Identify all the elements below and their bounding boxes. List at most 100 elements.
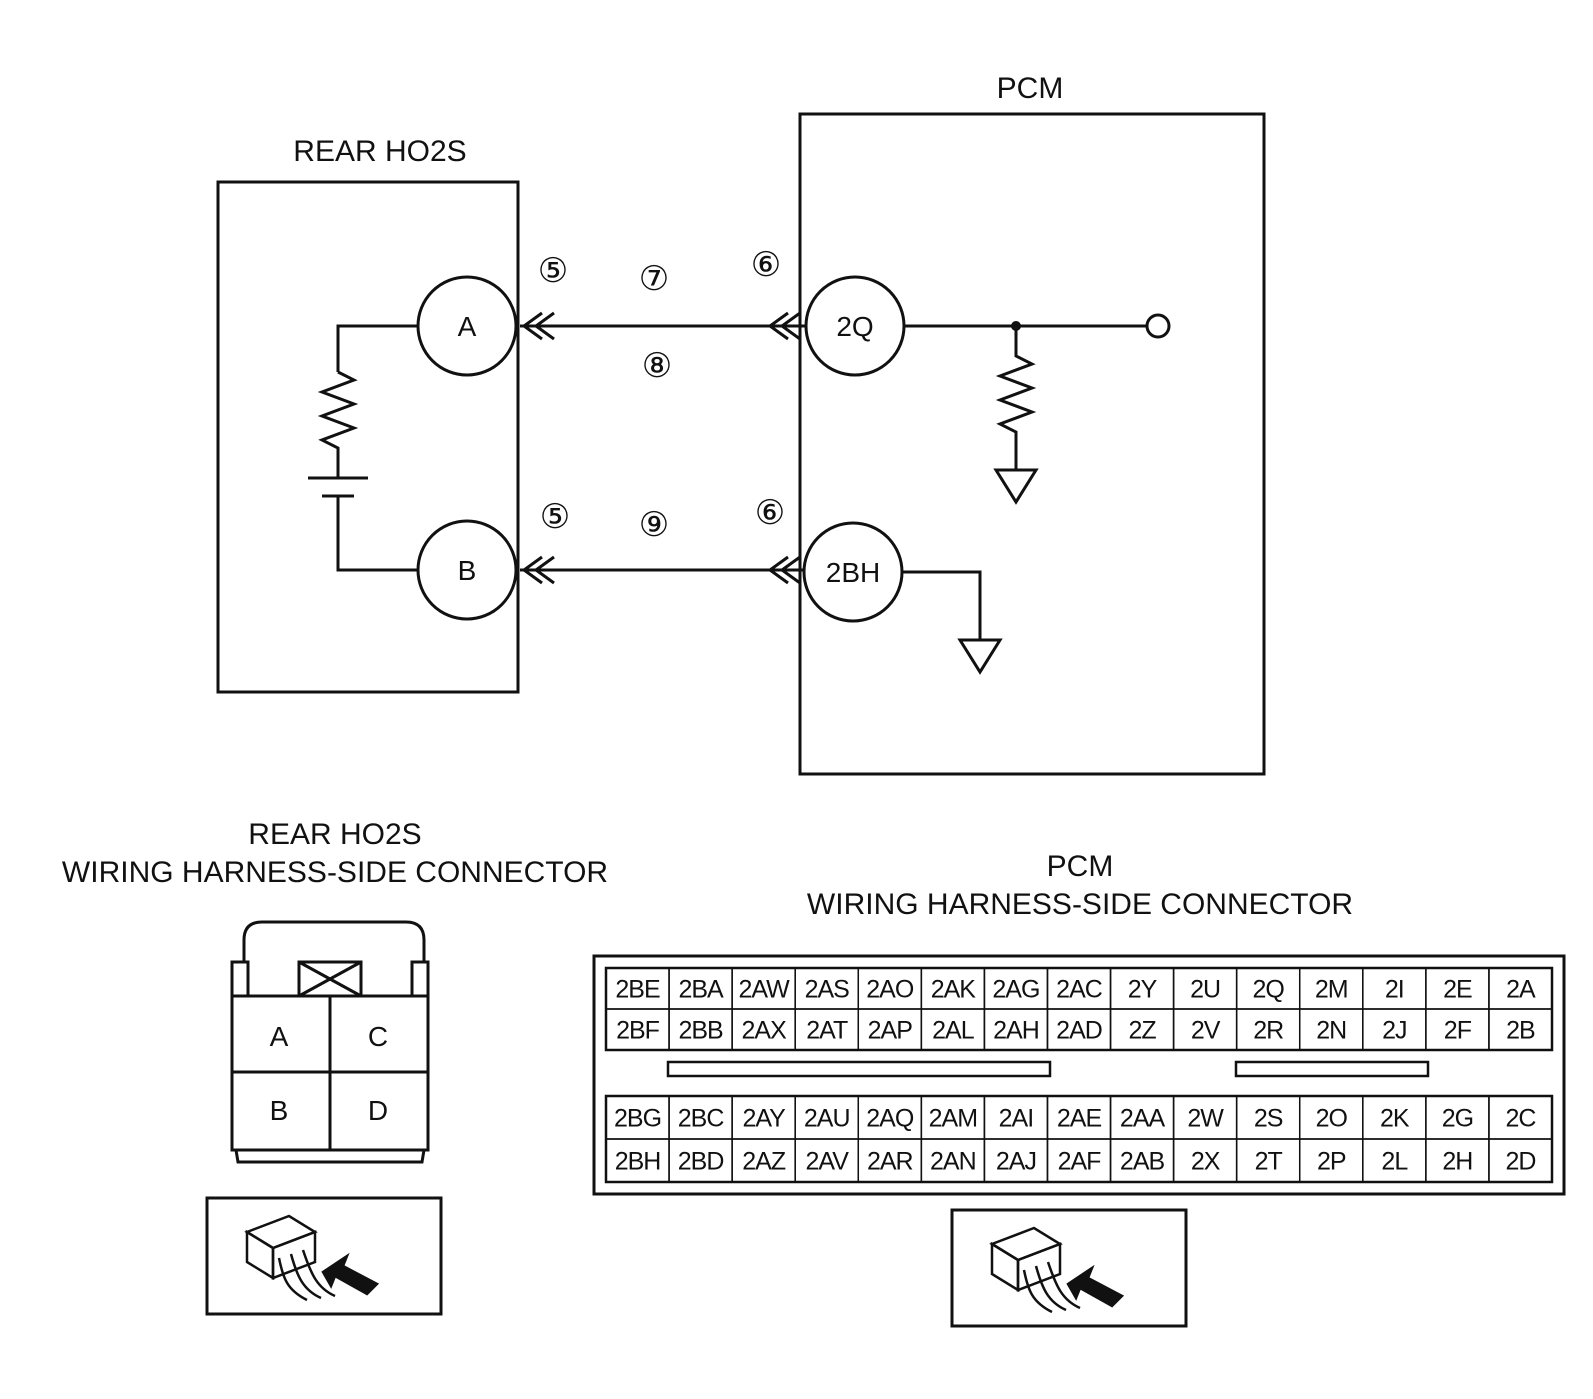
sensor-box bbox=[216, 180, 520, 694]
sensor-terminal-d: D bbox=[368, 1095, 388, 1126]
terminal-2q-label: 2Q bbox=[836, 311, 873, 342]
sensor-terminal-b: B bbox=[270, 1095, 289, 1126]
pcm-terminal-label: 2AN bbox=[930, 1148, 976, 1176]
pcm-connector-outline bbox=[592, 954, 1566, 1196]
pcm-terminal-label: 2AD bbox=[1056, 1017, 1102, 1045]
terminal-b-circle bbox=[416, 519, 518, 621]
sensor-connector-face bbox=[230, 920, 430, 1164]
pcm-box bbox=[798, 112, 1266, 776]
pcm-terminal-label: 2AM bbox=[929, 1105, 977, 1133]
callouts: ⑤ ⑦ ⑥ ⑧ ⑤ ⑨ ⑥ bbox=[538, 246, 785, 544]
pcm-terminal-label: 2E bbox=[1443, 976, 1472, 1004]
pcm-terminal-label: 2AU bbox=[804, 1105, 850, 1133]
pcm-terminal-label: 2BE bbox=[615, 976, 660, 1004]
callout-a-sensor-side: ⑤ bbox=[538, 252, 568, 290]
pcm-2q-internal-circuit bbox=[904, 324, 1146, 505]
pcm-terminal-label: 2AZ bbox=[742, 1148, 786, 1176]
sensor-view-direction-frame bbox=[205, 1196, 443, 1316]
callout-a-pcm-side: ⑥ bbox=[751, 246, 781, 284]
pcm-terminal-label: 2O bbox=[1316, 1105, 1348, 1133]
pcm-terminal-label: 2Y bbox=[1128, 976, 1158, 1004]
sensor-internal-circuit bbox=[308, 324, 418, 572]
pcm-terminal-label: 2AE bbox=[1057, 1105, 1102, 1133]
pcm-terminal-label: 2AI bbox=[999, 1105, 1034, 1133]
pcm-title: PCM bbox=[997, 72, 1064, 105]
pcm-terminal-label: 2U bbox=[1190, 976, 1220, 1004]
connector-lock-icon bbox=[297, 960, 363, 998]
pcm-terminal-label: 2AV bbox=[806, 1148, 850, 1176]
pcm-terminal-label: 2Q bbox=[1253, 976, 1285, 1004]
pcm-connector-view-direction-icon bbox=[989, 1226, 1125, 1314]
pcm-terminal-label: 2H bbox=[1442, 1148, 1472, 1176]
pcm-key-slot-right bbox=[1234, 1060, 1430, 1078]
pcm-terminal-label: 2AR bbox=[867, 1148, 913, 1176]
pcm-terminal-label: 2BC bbox=[678, 1105, 725, 1133]
pcm-terminal-label: 2AO bbox=[866, 976, 914, 1004]
pcm-terminal-label: 2W bbox=[1187, 1105, 1224, 1133]
sensor-terminal-a: A bbox=[270, 1021, 289, 1052]
pcm-terminal-label: 2L bbox=[1381, 1148, 1408, 1176]
pcm-terminal-grid: 2BE 2BA 2AW 2AS 2AO 2AK 2AG 2AC 2Y 2U 2Q 2M 2I 2E 2A 2B… bbox=[605, 967, 1553, 1183]
pcm-terminal-label: 2AA bbox=[1120, 1105, 1166, 1133]
pcm-terminal-label: 2D bbox=[1505, 1148, 1535, 1176]
sensor-connector-title-2: WIRING HARNESS-SIDE CONNECTOR bbox=[62, 856, 608, 889]
pcm-terminal-label: 2BB bbox=[678, 1017, 723, 1045]
pcm-terminal-label: 2Z bbox=[1128, 1017, 1156, 1045]
pcm-terminal-label: 2A bbox=[1506, 976, 1536, 1004]
pcm-terminal-label: 2AJ bbox=[996, 1148, 1036, 1176]
pcm-terminal-label: 2AP bbox=[868, 1017, 913, 1045]
pcm-terminal-label: 2AG bbox=[992, 976, 1039, 1004]
pcm-terminal-label: 2AW bbox=[739, 976, 791, 1004]
pcm-key-slot-left bbox=[666, 1060, 1052, 1078]
pcm-terminal-label: 2B bbox=[1506, 1017, 1535, 1045]
pcm-terminal-label: 2AB bbox=[1120, 1148, 1165, 1176]
sensor-terminal-c: C bbox=[368, 1021, 388, 1052]
sensor-title: REAR HO2S bbox=[293, 135, 466, 168]
pcm-terminal-label: 2V bbox=[1191, 1017, 1221, 1045]
junction-dot bbox=[1011, 321, 1021, 331]
pcm-terminal-label: 2AF bbox=[1058, 1148, 1102, 1176]
terminal-b-label: B bbox=[458, 555, 477, 586]
pcm-terminal-label: 2AK bbox=[931, 976, 977, 1004]
pcm-terminal-label: 2T bbox=[1255, 1148, 1283, 1176]
pcm-terminal-label: 2AH bbox=[993, 1017, 1039, 1045]
terminal-2bh-label: 2BH bbox=[826, 557, 880, 588]
callout-b-harness: ⑨ bbox=[639, 506, 669, 544]
pcm-terminal-label: 2S bbox=[1254, 1105, 1283, 1133]
pcm-terminal-label: 2AL bbox=[932, 1017, 975, 1045]
wire-b-2bh bbox=[520, 555, 804, 585]
pcm-terminal-label: 2F bbox=[1444, 1017, 1472, 1045]
callout-a-harness-top: ⑦ bbox=[639, 260, 669, 298]
pcm-terminal-label: 2M bbox=[1315, 976, 1348, 1004]
pcm-terminal-label: 2BA bbox=[678, 976, 724, 1004]
callout-b-sensor-side: ⑤ bbox=[540, 498, 570, 536]
pcm-terminal-label: 2C bbox=[1505, 1105, 1536, 1133]
pcm-connector-title-2: WIRING HARNESS-SIDE CONNECTOR bbox=[807, 888, 1353, 921]
pcm-terminal-label: 2K bbox=[1380, 1105, 1410, 1133]
pcm-terminal-cell bbox=[1488, 1138, 1553, 1183]
sensor-connector-title-1: REAR HO2S bbox=[248, 818, 421, 851]
callout-a-harness-bottom: ⑧ bbox=[642, 347, 672, 385]
pcm-terminal-label: 2I bbox=[1385, 976, 1404, 1004]
pcm-terminal-label: 2J bbox=[1382, 1017, 1406, 1045]
pcm-terminal-label: 2AT bbox=[806, 1017, 848, 1045]
pcm-terminal-label: 2AC bbox=[1056, 976, 1103, 1004]
connector-view-direction-icon bbox=[244, 1214, 380, 1302]
pcm-terminal-label: 2P bbox=[1317, 1148, 1346, 1176]
pcm-2bh-ground bbox=[902, 570, 1003, 675]
pcm-terminal-label: 2AS bbox=[805, 976, 850, 1004]
pcm-terminal-label: 2BF bbox=[616, 1017, 660, 1045]
pcm-view-direction-frame bbox=[950, 1208, 1188, 1328]
pcm-connector-title-1: PCM bbox=[1047, 850, 1114, 883]
pcm-terminal-label: 2BD bbox=[678, 1148, 724, 1176]
pcm-terminal-label: 2N bbox=[1316, 1017, 1346, 1045]
pcm-terminal-label: 2G bbox=[1442, 1105, 1473, 1133]
pcm-terminal-label: 2X bbox=[1191, 1148, 1221, 1176]
pcm-terminal-label: 2AQ bbox=[866, 1105, 914, 1133]
pcm-terminal-cell bbox=[1488, 1008, 1553, 1051]
pcm-terminal-label: 2AY bbox=[742, 1105, 786, 1133]
pcm-terminal-label: 2R bbox=[1253, 1017, 1283, 1045]
callout-b-pcm-side: ⑥ bbox=[755, 494, 785, 532]
terminal-a-label: A bbox=[458, 311, 477, 342]
pcm-terminal-label: 2BH bbox=[615, 1148, 661, 1176]
